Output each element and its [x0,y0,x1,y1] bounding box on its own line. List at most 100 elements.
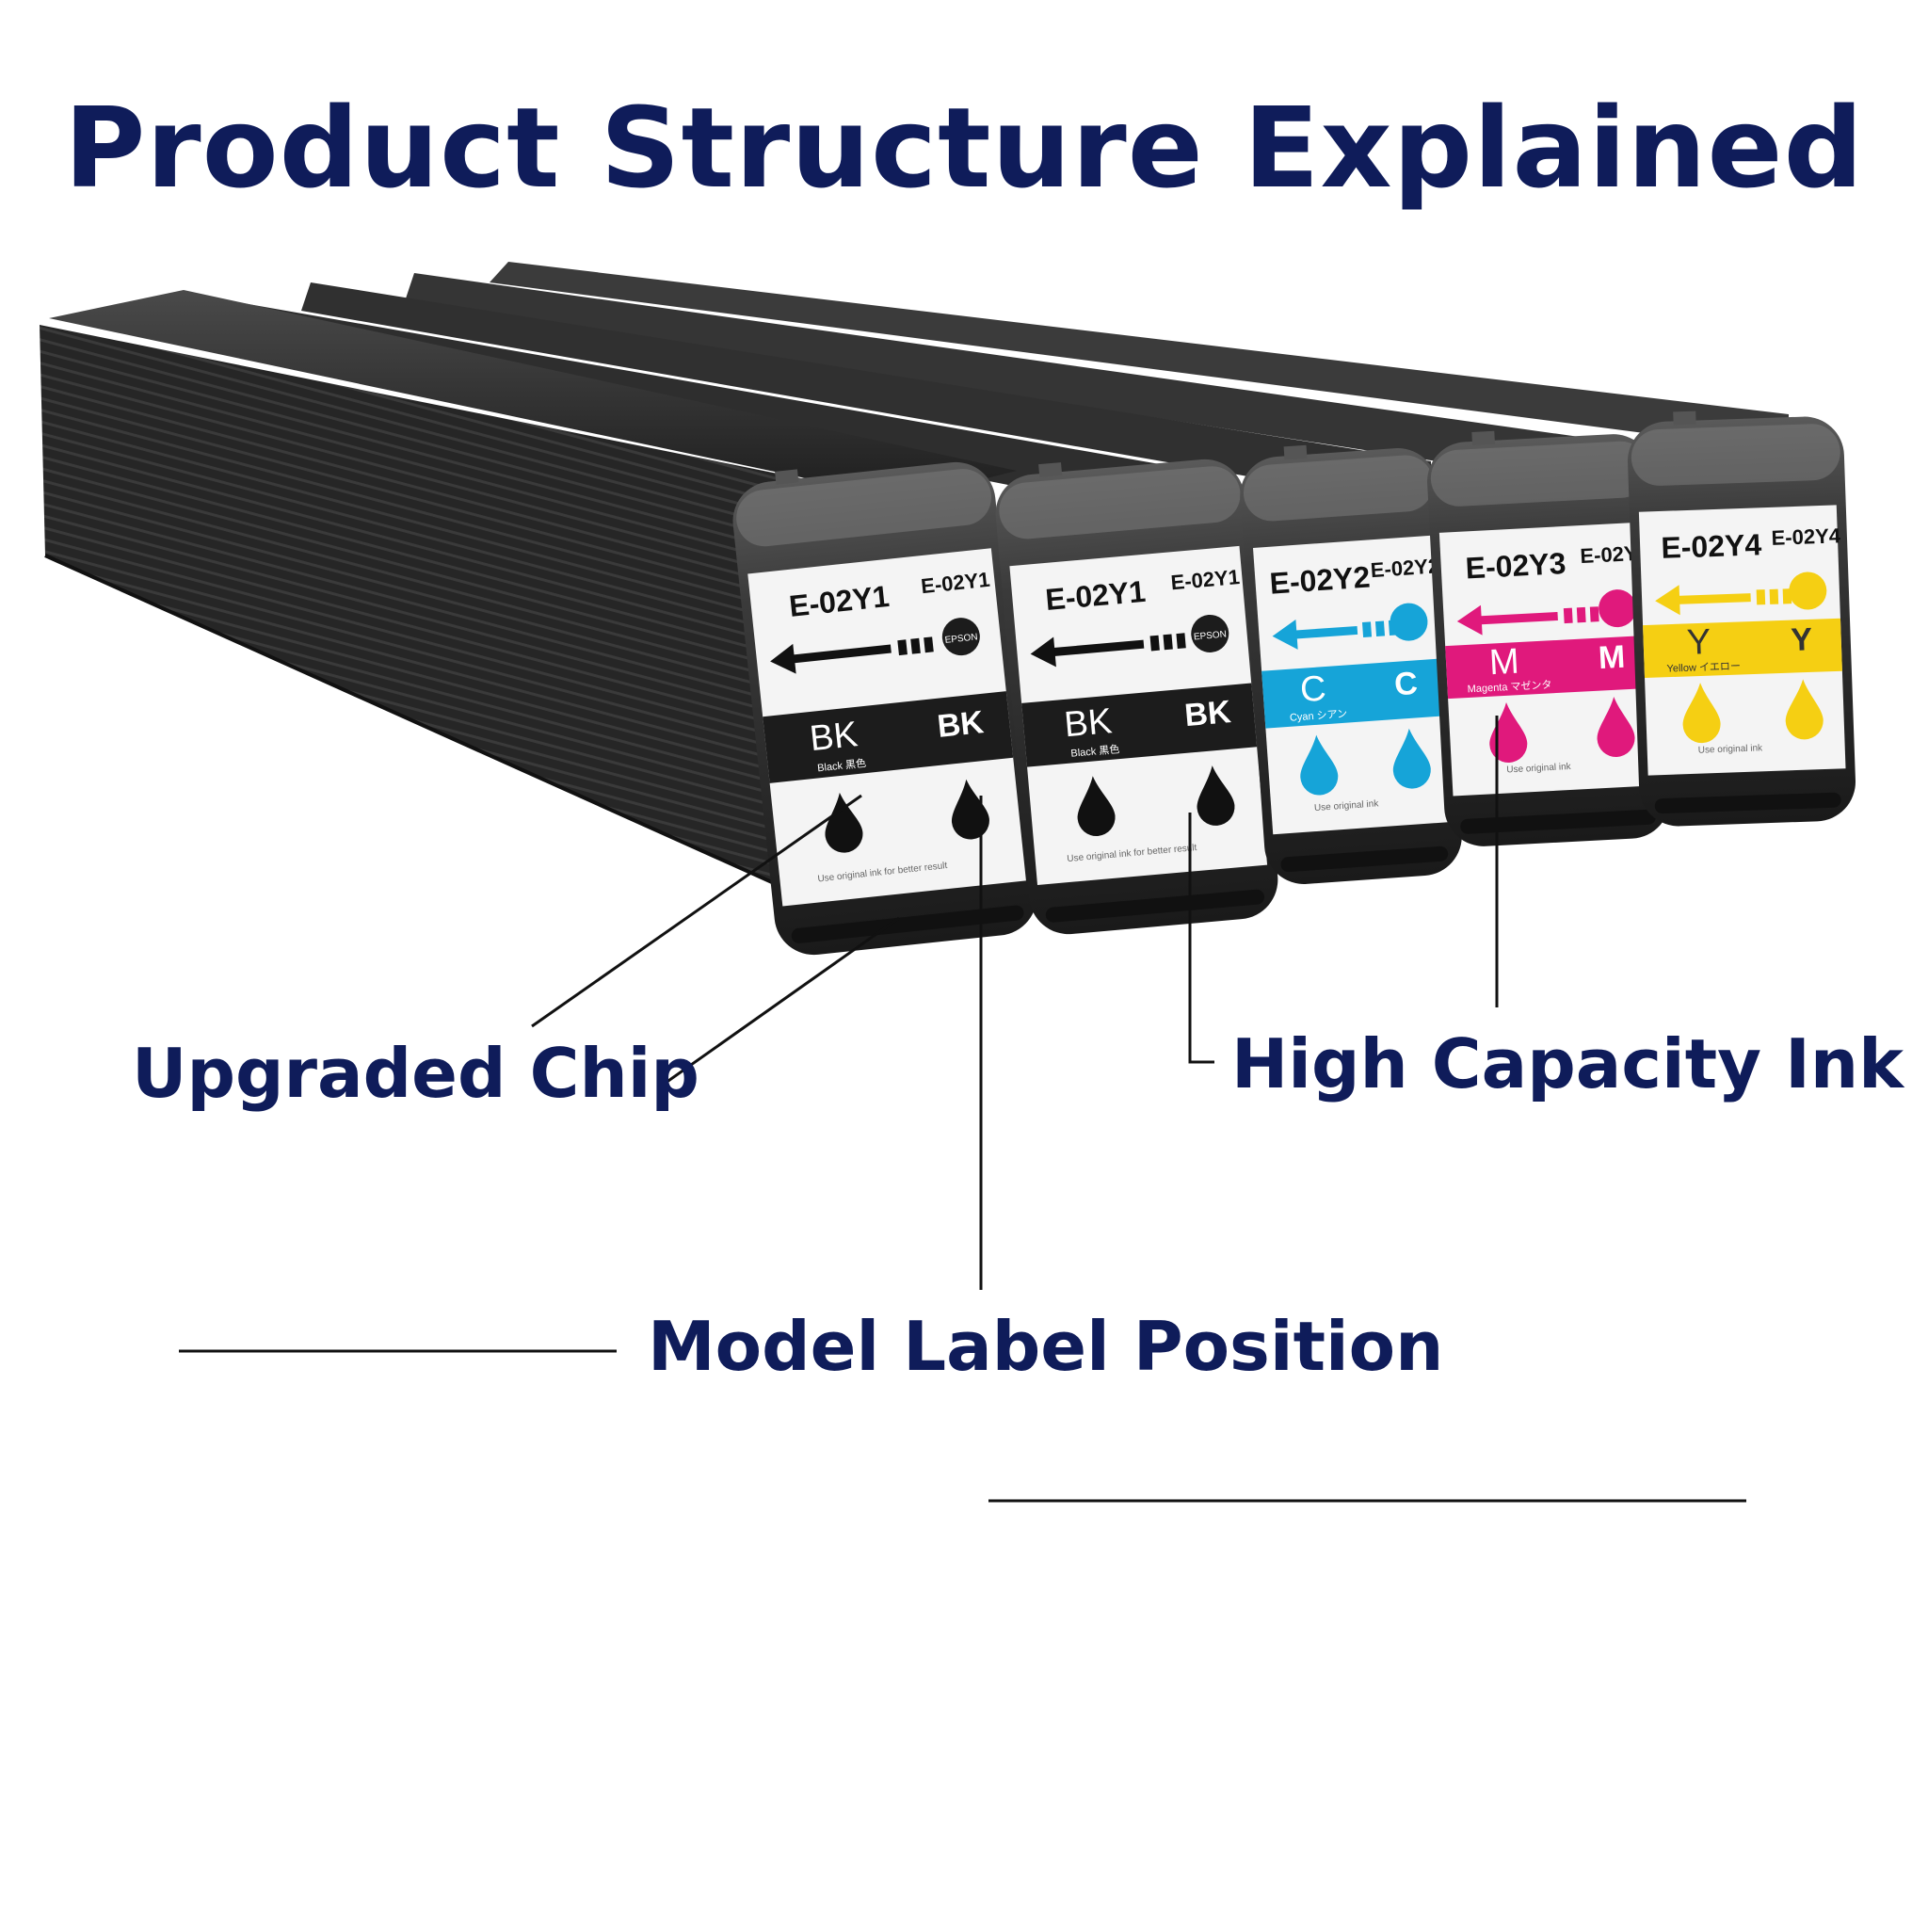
direction-arrow-shaft [1670,593,1751,605]
cartridge-top-highlight [1631,424,1840,486]
color-dot-text: EPSON [1194,629,1228,642]
model-number-text: E-02Y4 [1661,527,1762,565]
arrow-dash [897,639,908,656]
color-band [1261,658,1444,729]
arrow-dash [1756,589,1766,605]
direction-arrow-icon [1456,604,1483,636]
color-band [763,691,1014,783]
direction-arrow-icon [1272,619,1298,650]
cartridge-body-4 [405,273,1619,490]
side-ink-drop-icon [1392,728,1431,789]
arrow-dash [910,637,921,654]
cartridge-body-3 [301,282,1431,508]
side-ink-drop-icon [1197,765,1235,826]
arrow-dash [1563,607,1573,624]
ink-drop-icon [1682,683,1721,744]
color-dot-icon [1390,603,1428,641]
arrow-dash [1576,606,1586,623]
ink-drop-icon [1300,734,1339,796]
color-code-text: BK [808,715,860,759]
model-number-text: E-02Y3 [1465,546,1566,586]
arrow-dash [1163,634,1173,651]
cartridge-bottom-edge [791,905,1024,943]
color-dot-icon [941,618,980,656]
direction-arrow-icon [1030,636,1056,668]
color-dot-icon [1191,614,1229,652]
band-small-text: Cyan シアン [1290,708,1348,723]
cartridge-body-1-top [49,290,1017,499]
cartridge-body-5 [490,262,1789,452]
leader-line-chip-1 [531,794,862,1028]
color-dot-icon [1789,572,1827,610]
color-dot-icon [1599,589,1637,628]
cartridge-top-highlight [736,469,991,547]
leader-line-chip-2 [658,916,900,1089]
color-code-text: C [1299,668,1327,710]
ink-drop-icon [1489,702,1528,763]
side-model-number-text: E-02Y4 [1771,523,1841,550]
direction-arrow-icon [1655,585,1680,616]
color-code-text: BK [1063,701,1114,745]
cartridge-top-highlight [999,466,1241,539]
cartridge-bottom-edge [1280,845,1449,873]
band-small-text: Yellow イエロー [1666,661,1741,675]
cartridge-body-1-side [40,325,904,942]
side-ink-drop-icon [1597,697,1635,757]
side-color-code-text: C [1393,666,1419,703]
arrow-dash [1176,633,1186,650]
cartridge-bottom-edge [1045,889,1265,923]
direction-arrow-shaft [1471,611,1558,625]
direction-arrow-icon [770,643,796,674]
ink-drop-icon [1077,776,1116,837]
arrow-dash [1769,588,1779,604]
cartridge-body-edge [44,554,905,943]
side-model-number-text: E-02Y2 [1370,554,1440,582]
side-ink-drop-icon [1785,679,1824,740]
color-code-text: M [1488,642,1520,684]
arrow-dash [1589,606,1599,622]
color-band [1021,683,1258,767]
side-color-code-text: Y [1791,621,1813,658]
arrow-dash [1374,620,1386,637]
direction-arrow-shaft [1287,625,1358,640]
cartridge-bottom-edge [1460,809,1656,834]
leader-lines [179,716,1746,1503]
cartridge-tab [775,469,799,485]
cartridge-tab [1283,444,1308,460]
band-small-text: Magenta マゼンタ [1467,679,1551,696]
cartridge-bottom-edge [1654,792,1841,814]
page-title: Product Structure Explained [63,83,1865,213]
cartridge-bodies [40,262,1789,943]
label-footer-text: Use original ink [1698,743,1764,755]
callout-model-label-position: Model Label Position [648,1307,1444,1386]
color-dot-text: EPSON [944,632,978,646]
color-band [1445,635,1655,700]
callout-upgraded-chip: Upgraded Chip [132,1034,699,1113]
ink-drop-icon [825,792,863,853]
label-footer-text: Use original ink [1506,762,1572,776]
direction-arrow-shaft [1045,639,1145,657]
side-color-code-text: BK [1183,694,1233,733]
callout-high-capacity-ink: High Capacity Ink [1231,1024,1904,1103]
arrow-dash [1361,621,1373,638]
cartridge-top-highlight [1430,441,1649,507]
arrow-dash [1149,635,1160,652]
side-color-code-text: BK [936,704,986,745]
direction-arrow-shaft [784,644,892,665]
model-number-text: E-02Y2 [1268,559,1371,600]
arrow-dash [924,636,934,653]
label-footer-text: Use original ink [1314,798,1380,813]
cartridge-top-highlight [1243,455,1434,522]
color-code-text: Y [1686,622,1711,663]
leader-line-capacity-left [1188,813,1214,1064]
cartridge-tab [1038,462,1063,478]
side-color-code-text: M [1598,639,1626,676]
